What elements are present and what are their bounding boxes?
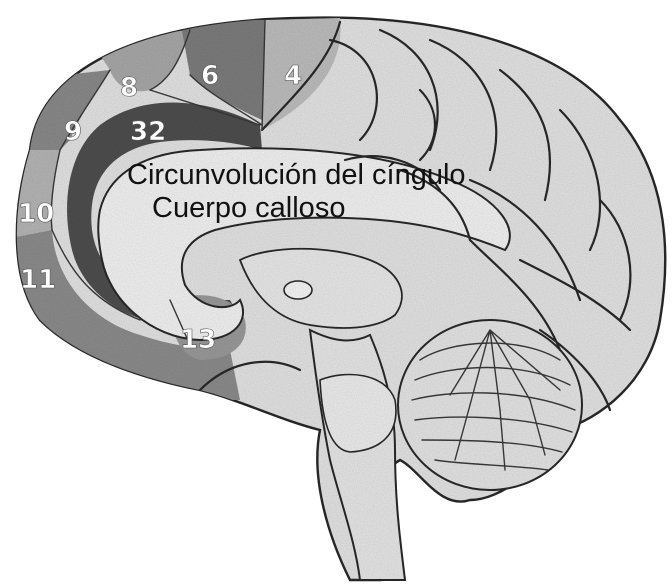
area-6-label: 6: [201, 61, 219, 91]
area-4-label: 4: [284, 61, 302, 91]
area-10-label: 10: [18, 199, 54, 229]
cingulate-gyrus-label: Circunvolución del cíngulo: [127, 159, 466, 191]
area-11-label: 11: [20, 265, 56, 295]
area-13-label: 13: [180, 325, 216, 355]
corpus-callosum-label: Cuerpo calloso: [152, 192, 345, 224]
area-32-label: 32: [130, 117, 166, 147]
interthalamic-adhesion: [284, 281, 312, 299]
area-9-label: 9: [64, 117, 82, 147]
cerebellum: [398, 320, 582, 490]
area-8-label: 8: [120, 73, 138, 103]
brain-body: [0, 18, 665, 580]
